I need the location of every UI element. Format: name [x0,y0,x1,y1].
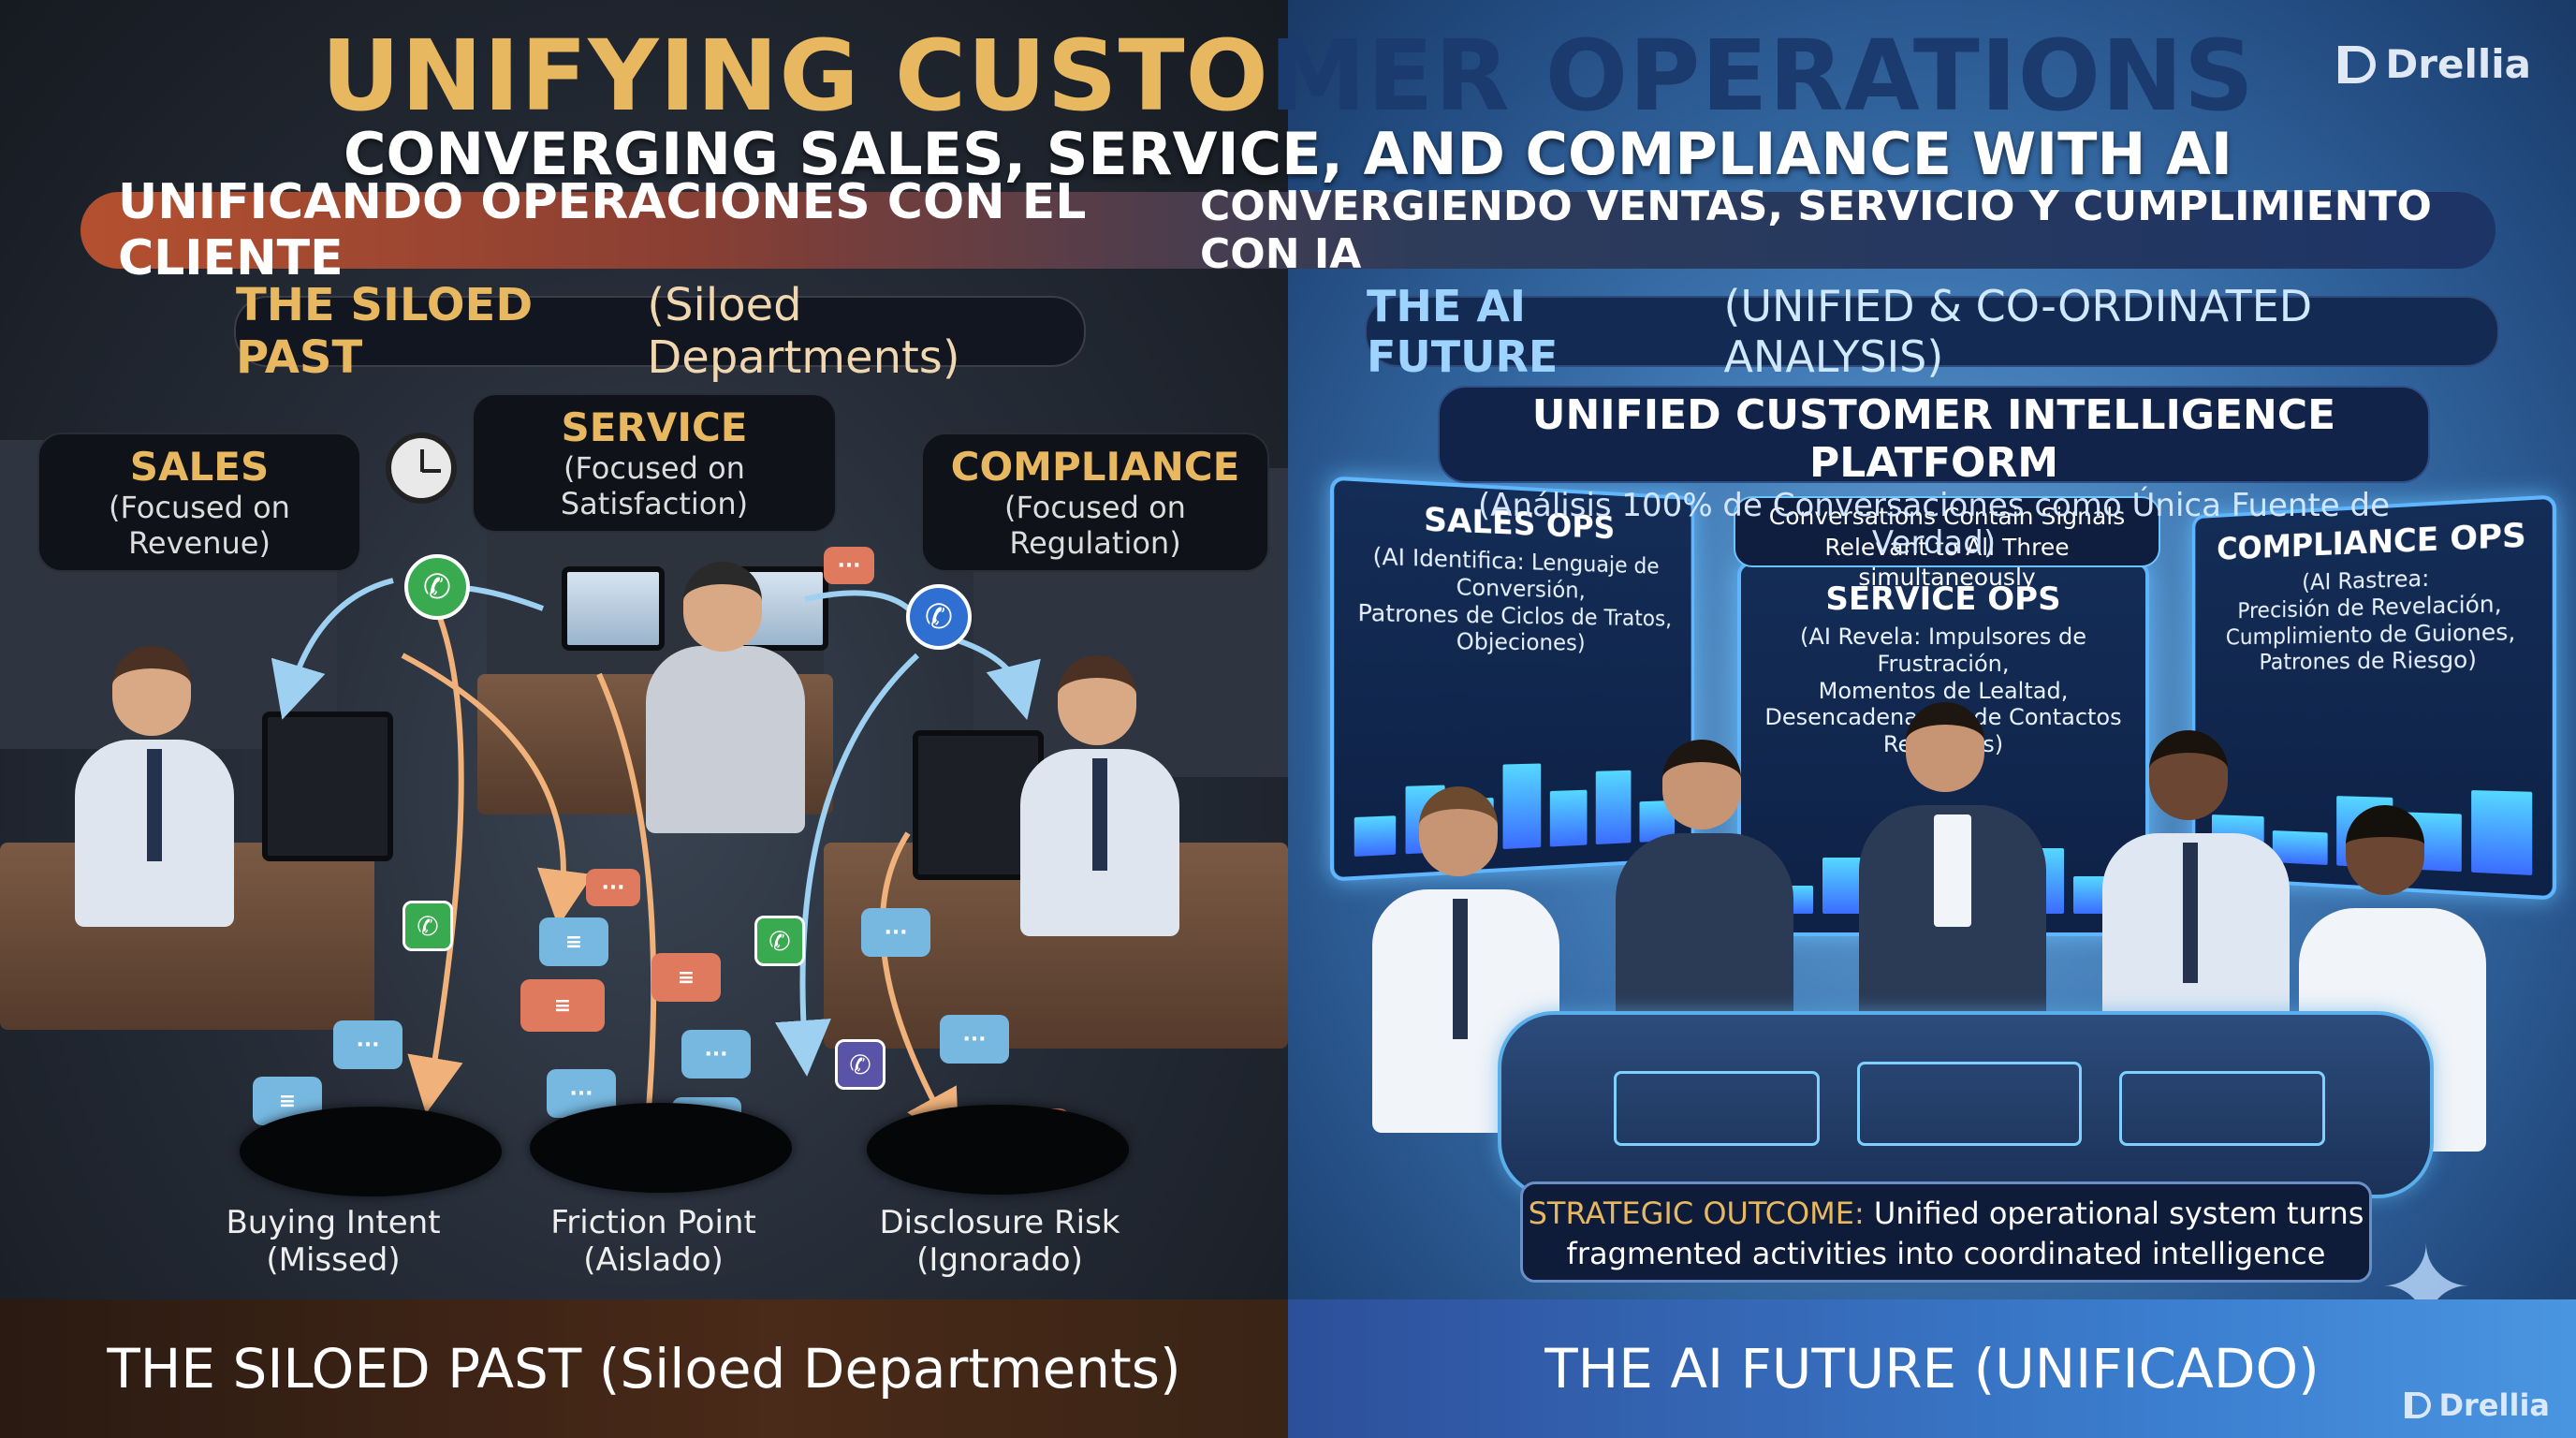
phone-icon: ✆ [402,901,453,951]
footer-siloed-past: THE SILOED PAST (Siloed Departments) [0,1299,1288,1438]
spanish-title-band: UNIFICANDO OPERACIONES CON EL CLIENTE CO… [80,192,2496,269]
spanish-title-left: UNIFICANDO OPERACIONES CON EL CLIENTE [118,174,1200,286]
platform-title-box: UNIFIED CUSTOMER INTELLIGENCE PLATFORM (… [1438,386,2430,483]
drellia-logo-icon [2405,1392,2431,1418]
hole-disclosure-risk [867,1105,1129,1195]
chat-bubble-icon: ··· [940,1015,1009,1064]
section-label-ai-future: THE AI FUTURE(UNIFIED & CO-ORDINATED ANA… [1365,296,2499,367]
phone-icon: ✆ [754,916,805,966]
dept-compliance: COMPLIANCE (Focused on Regulation) [921,433,1269,572]
brand-logo: Drellia [2338,41,2531,87]
phone-icon: ✆ [835,1039,886,1090]
chat-bubble-icon: ≡ [651,953,721,1002]
dept-sales: SALES (Focused on Revenue) [37,433,361,572]
chat-bubble-icon: ··· [861,908,930,957]
chat-bubble-icon: ··· [586,869,640,906]
hole-friction-point [530,1103,792,1193]
chat-bubble-icon: ··· [333,1020,402,1069]
hole-label-friction-point: Friction Point(Aislado) [485,1204,822,1279]
drellia-logo-icon [2338,46,2376,83]
holographic-table [1498,1011,2434,1198]
chat-bubble-icon: ··· [824,547,874,584]
footer-ai-future: THE AI FUTURE (UNIFICADO) [1288,1299,2576,1438]
hole-buying-intent [240,1107,502,1196]
footer-brand-logo: Drellia [2405,1387,2550,1423]
chat-bubble-icon: ≡ [539,917,608,966]
chat-bubble-icon: ≡ [520,979,605,1032]
dept-service: SERVICE (Focused on Satisfaction) [472,393,837,533]
strategic-outcome-box: STRATEGIC OUTCOME: Unified operational s… [1520,1181,2372,1283]
sales-ops-chart [1354,751,1675,857]
spanish-title-right: CONVERGIENDO VENTAS, SERVICIO Y CUMPLIMI… [1200,183,2458,278]
phone-icon: ✆ [906,584,972,650]
section-label-siloed-past: THE SILOED PAST(Siloed Departments) [234,296,1086,367]
hole-label-disclosure-risk: Disclosure Risk(Ignorado) [831,1204,1168,1279]
main-title: UNIFYING CUSTOMER OPERATIONS [0,19,2576,133]
chat-bubble-icon: ··· [681,1030,751,1078]
phone-icon: ✆ [404,554,470,620]
hole-label-buying-intent: Buying Intent(Missed) [165,1204,502,1279]
